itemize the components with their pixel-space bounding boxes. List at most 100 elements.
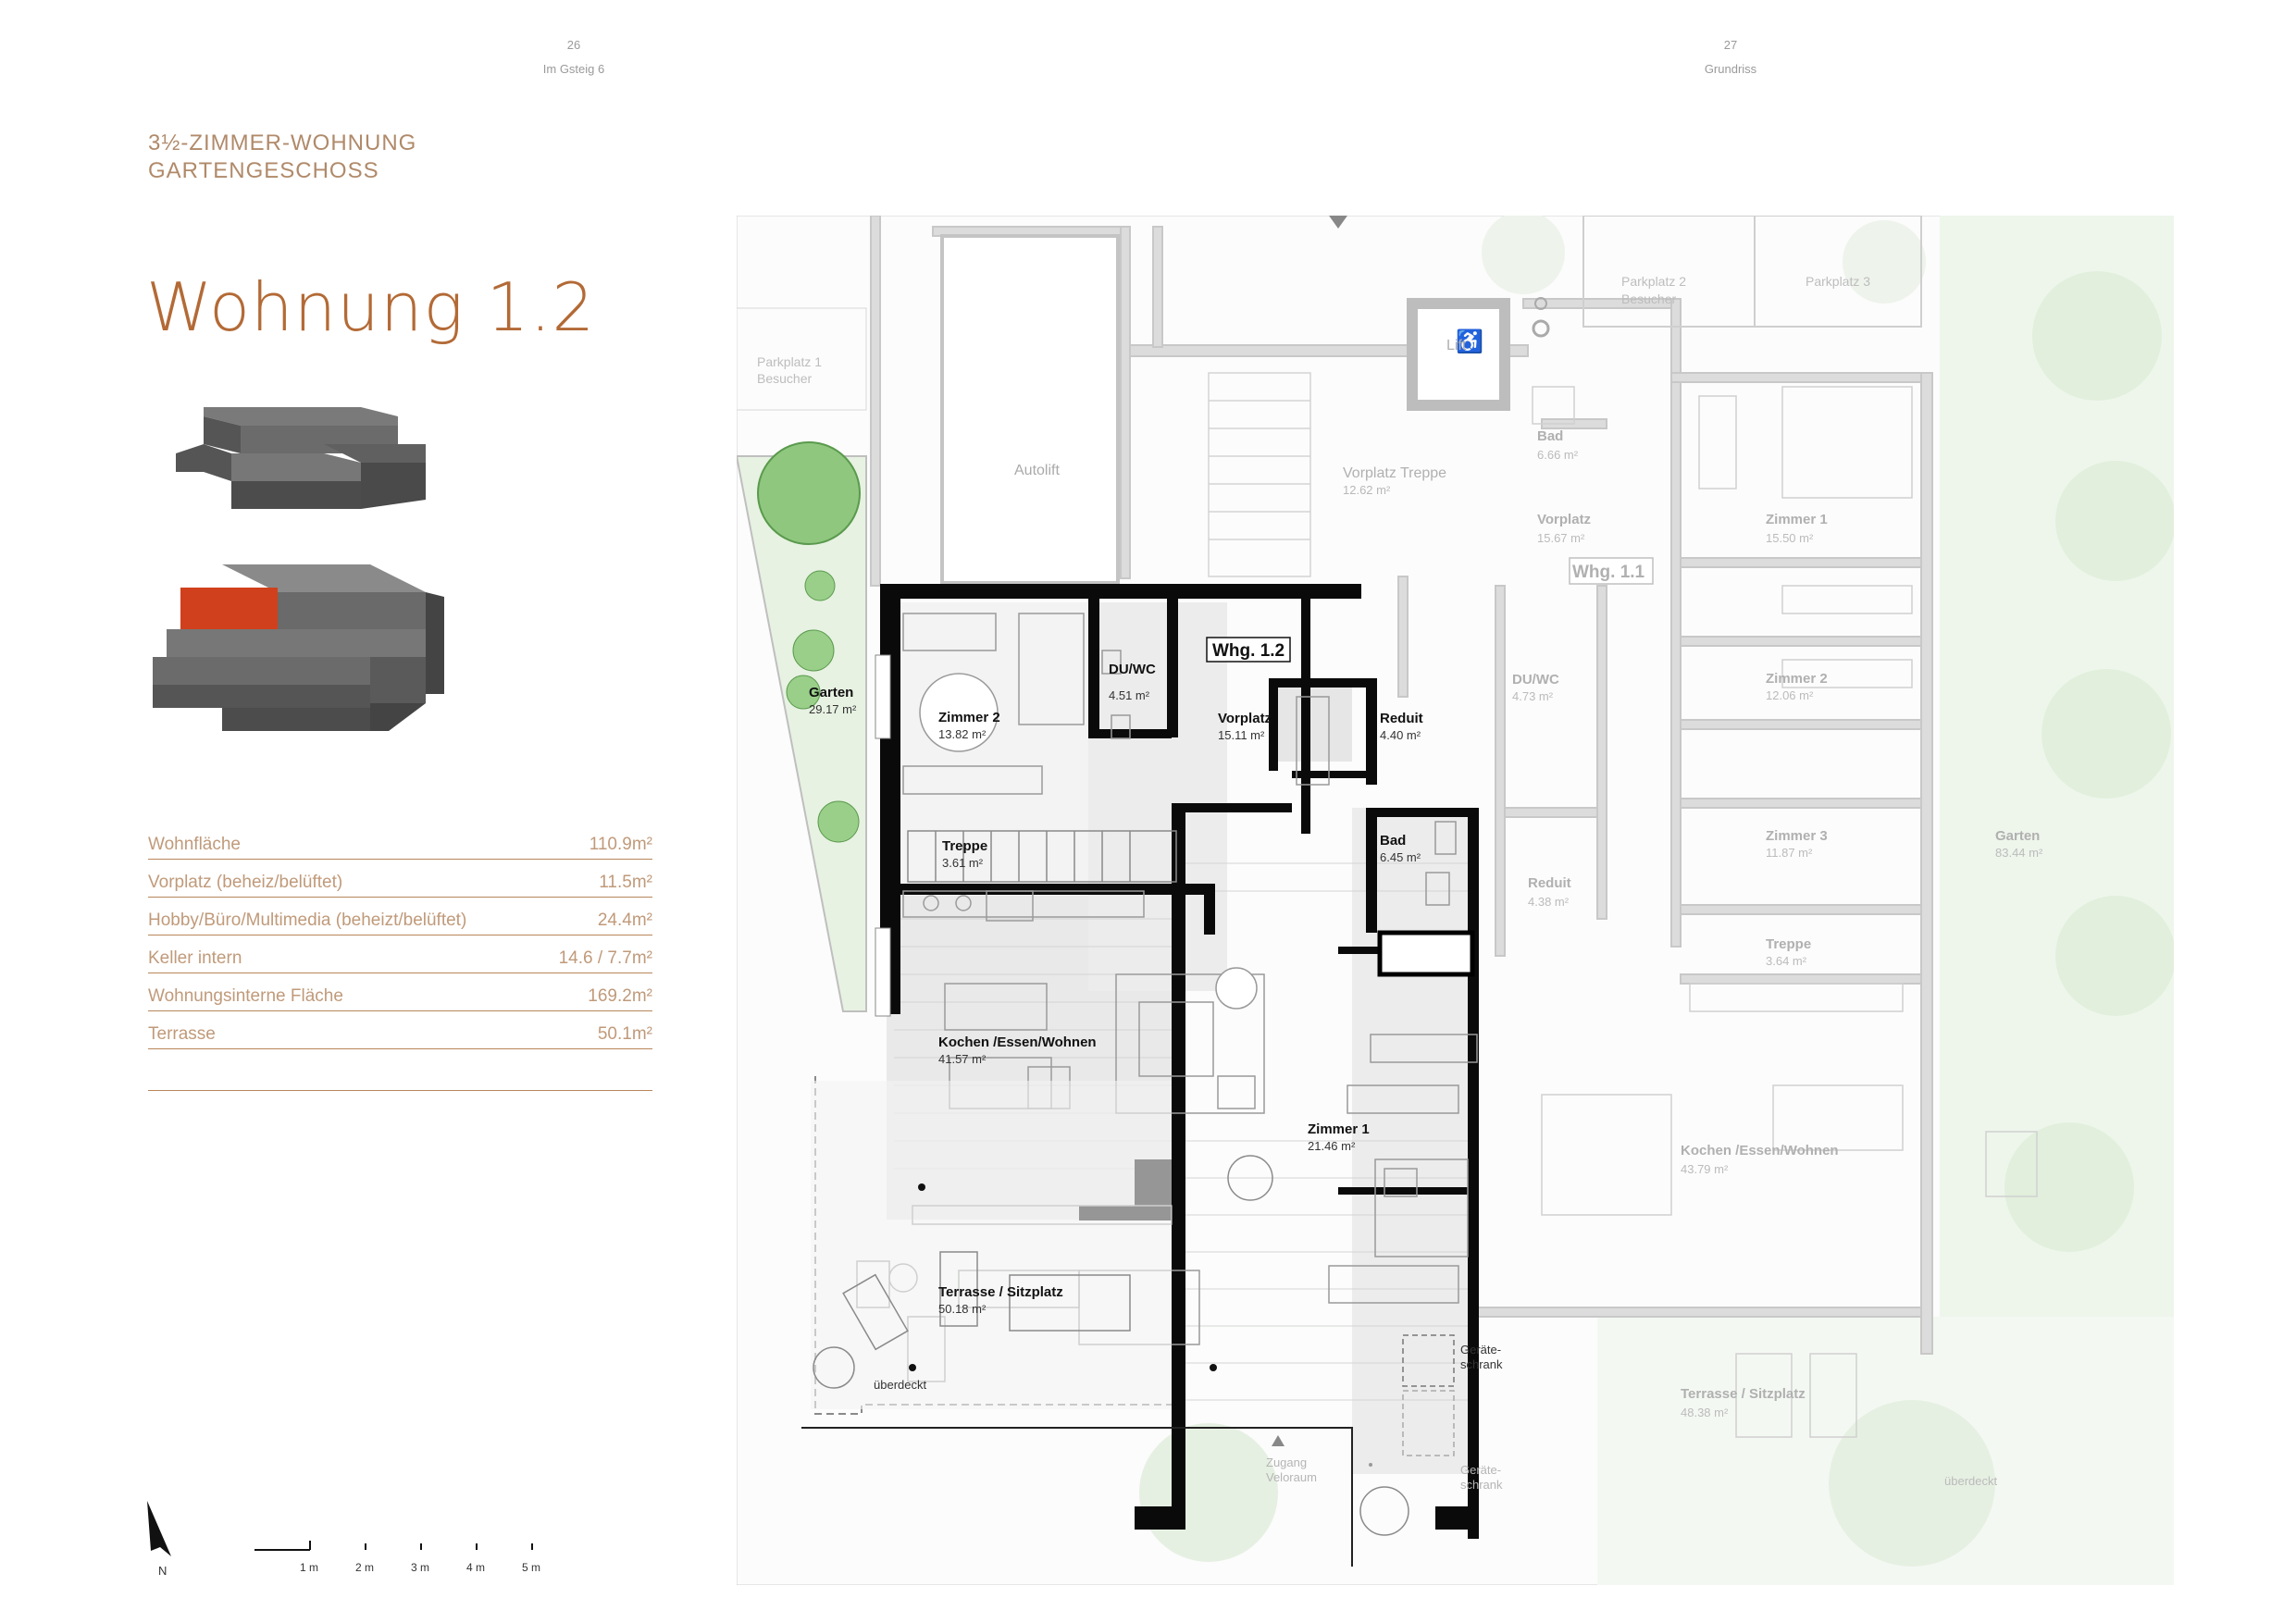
terrasse-1-1-area: 48.38 m² xyxy=(1681,1406,1729,1419)
kochen-label: Kochen /Essen/Wohnen xyxy=(938,1035,1097,1050)
duwc-1-1-label: DU/WC xyxy=(1512,672,1559,688)
duwc-1-1-area: 4.73 m² xyxy=(1512,689,1554,703)
floor-plan: ♿ Parkplatz 1 Besucher Parkplatz 2 Besuc… xyxy=(737,216,2174,1585)
zimmer2-area: 13.82 m² xyxy=(938,727,987,741)
parkplatz3-label: Parkplatz 3 xyxy=(1806,274,1870,289)
stat-value: 169.2m² xyxy=(588,986,652,1006)
zimmer2-label: Zimmer 2 xyxy=(938,710,1000,725)
table-row: Terrasse 50.1m² xyxy=(148,1011,652,1049)
autolift-label: Autolift xyxy=(1014,463,1060,478)
building-massing-highlight-thumbnail xyxy=(153,564,444,731)
scale-tick-label: 5 m xyxy=(522,1561,540,1574)
shrub-icon xyxy=(804,570,836,601)
stat-label: Wohnungsinterne Fläche xyxy=(148,986,343,1006)
reduit-1-1-area: 4.38 m² xyxy=(1528,895,1570,909)
scale-tick-label: 4 m xyxy=(466,1561,485,1574)
zimmer2-1-1-label: Zimmer 2 xyxy=(1766,671,1828,687)
scale-tick-label: 2 m xyxy=(355,1561,374,1574)
bad-area: 6.45 m² xyxy=(1380,850,1421,864)
page-label: Grundriss xyxy=(1704,62,1757,76)
shrub-icon xyxy=(792,629,835,672)
bad-1-1-label: Bad xyxy=(1537,428,1563,444)
bad-label: Bad xyxy=(1380,833,1406,849)
vorplatz-1-1-area: 15.67 m² xyxy=(1537,531,1585,545)
duwc-area: 4.51 m² xyxy=(1109,688,1150,702)
stat-value: 11.5m² xyxy=(599,873,652,892)
north-label: N xyxy=(158,1564,167,1578)
treppe-area: 3.61 m² xyxy=(942,856,984,870)
scale-tick-label: 1 m xyxy=(300,1561,318,1574)
zugang-label-a: Zugang xyxy=(1266,1456,1307,1469)
vorplatz-treppe-area: 12.62 m² xyxy=(1343,483,1391,497)
highlighted-unit xyxy=(180,588,278,629)
shrub-icon xyxy=(786,675,821,710)
tree-icon xyxy=(2042,669,2171,799)
zimmer1-1-1-label: Zimmer 1 xyxy=(1766,512,1828,527)
table-end-rule xyxy=(148,1049,652,1091)
geraeteschrank-label-2a: Geräte- xyxy=(1460,1463,1501,1477)
zugang-label-b: Veloraum xyxy=(1266,1470,1317,1484)
zimmer1-1-1-area: 15.50 m² xyxy=(1766,531,1814,545)
kochen-area: 41.57 m² xyxy=(938,1052,987,1066)
plant-icon xyxy=(1359,1486,1409,1536)
terrasse-area: 50.18 m² xyxy=(938,1302,987,1316)
area-summary-table: Wohnfläche 110.9m² Vorplatz (beheiz/belü… xyxy=(148,822,652,1091)
stat-value: 24.4m² xyxy=(597,911,652,930)
reduit-label: Reduit xyxy=(1380,711,1423,726)
vorplatz-treppe-label: Vorplatz Treppe xyxy=(1343,465,1446,481)
zimmer3-1-1-area: 11.87 m² xyxy=(1766,846,1813,860)
parkplatz1-sub: Besucher xyxy=(757,371,812,386)
tree-icon xyxy=(2055,461,2174,581)
plant-icon xyxy=(813,1346,855,1389)
kochen-1-1-area: 43.79 m² xyxy=(1681,1162,1729,1176)
unit-1-2-label: Whg. 1.2 xyxy=(1212,641,1285,661)
entrance-arrow-icon xyxy=(1329,216,1347,229)
shrub-icon xyxy=(817,800,860,843)
tree-icon xyxy=(2004,1122,2134,1252)
page-number: 26 xyxy=(566,38,581,52)
entrance-arrow-icon xyxy=(1272,1435,1285,1446)
wheelchair-icon: ♿ xyxy=(1456,328,1483,354)
table-row: Wohnfläche 110.9m² xyxy=(148,822,652,860)
tree-icon xyxy=(2032,271,2162,401)
table-row: Keller intern 14.6 / 7.7m² xyxy=(148,935,652,973)
treppe-1-1-label: Treppe xyxy=(1766,936,1811,952)
tree-icon xyxy=(1139,1423,1278,1562)
scale-bar: 1 m 2 m 3 m 4 m 5 m xyxy=(254,1541,540,1574)
plant-icon xyxy=(1227,1155,1273,1201)
tree-icon xyxy=(1482,216,1565,294)
building-massing-thumbnail xyxy=(176,407,426,509)
page-number-left: 26 Im Gsteig 6 xyxy=(481,33,666,81)
subtitle-line-2: GARTENGESCHOSS xyxy=(148,158,379,183)
zimmer1-area: 21.46 m² xyxy=(1308,1139,1356,1153)
ueberdeckt-right-label: überdeckt xyxy=(1944,1474,1997,1488)
zimmer3-1-1-label: Zimmer 3 xyxy=(1766,828,1828,844)
page-number: 27 xyxy=(1723,38,1738,52)
stat-label: Terrasse xyxy=(148,1024,216,1044)
terrasse-1-1-label: Terrasse / Sitzplatz xyxy=(1681,1386,1806,1402)
stat-value: 50.1m² xyxy=(597,1024,652,1044)
lift-shaft xyxy=(1407,298,1510,411)
duwc-label: DU/WC xyxy=(1109,662,1156,677)
bad-1-1-area: 6.66 m² xyxy=(1537,448,1579,462)
page-number-right: 27 Grundriss xyxy=(1638,33,1823,81)
garten-right-area-text: 83.44 m² xyxy=(1995,846,2043,860)
tree-icon xyxy=(757,441,861,545)
treppe-label: Treppe xyxy=(942,838,987,854)
stat-value: 110.9m² xyxy=(589,835,652,854)
stair-1-2 xyxy=(907,830,1177,883)
geraeteschrank-label-2b: schrank xyxy=(1460,1478,1503,1492)
north-arrow-icon: N xyxy=(147,1501,171,1578)
reduit-area: 4.40 m² xyxy=(1380,728,1421,742)
stat-label: Vorplatz (beheiz/belüftet) xyxy=(148,873,343,892)
tree-icon xyxy=(1843,220,1926,304)
vorplatz-1-1-label: Vorplatz xyxy=(1537,512,1591,527)
page-label: Im Gsteig 6 xyxy=(542,62,605,76)
stat-label: Wohnfläche xyxy=(148,835,241,854)
garten-right-label: Garten xyxy=(1995,828,2040,844)
kochen-1-1-label: Kochen /Essen/Wohnen xyxy=(1681,1143,1839,1158)
lift-label: Lift xyxy=(1446,338,1467,353)
vorplatz-label: Vorplatz xyxy=(1218,711,1272,726)
garten-left-label: Garten xyxy=(809,685,853,700)
subtitle-line-1: 3½-ZIMMER-WOHNUNG xyxy=(148,130,417,155)
